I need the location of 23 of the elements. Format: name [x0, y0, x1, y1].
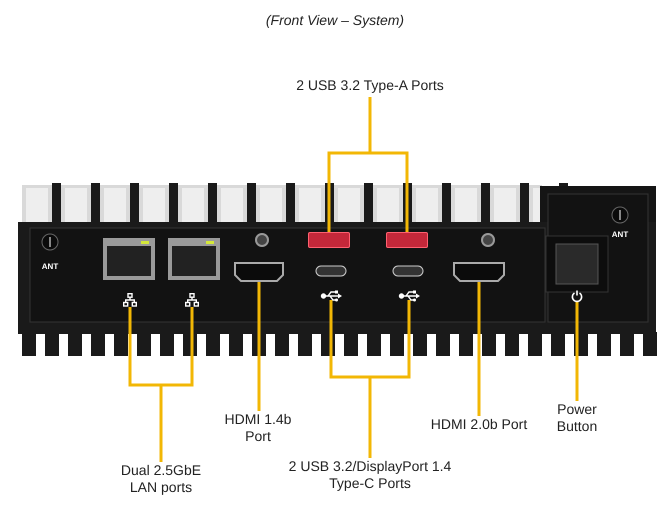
- usb-icon: [399, 290, 419, 300]
- antenna-label: ANT: [612, 230, 628, 239]
- leader-line: [258, 282, 260, 411]
- usb-a-port: [308, 232, 350, 248]
- callout-text: Dual 2.5GbE LAN ports: [106, 462, 216, 500]
- callout-text: 2 USB 3.2/DisplayPort 1.4 Type-C Ports: [280, 458, 460, 496]
- usb-icon: [321, 290, 341, 300]
- callout-text: Power Button: [542, 401, 612, 439]
- network-icon: [185, 293, 199, 307]
- hdmi-port: [453, 262, 505, 282]
- leader-line: [160, 307, 194, 462]
- callout-text: 2 USB 3.2 Type-A Ports: [270, 77, 470, 97]
- leader-line: [368, 300, 410, 458]
- antenna-label: ANT: [42, 262, 58, 271]
- callout-text: HDMI 1.4b Port: [213, 411, 303, 449]
- leader-line: [576, 302, 578, 401]
- callout-text: HDMI 2.0b Port: [414, 416, 544, 436]
- power-icon: [571, 290, 583, 302]
- diagram-title: (Front View – System): [264, 12, 406, 28]
- leader-line: [478, 282, 480, 416]
- network-icon: [123, 293, 137, 307]
- usb-a-port: [386, 232, 428, 248]
- hdmi-port: [234, 262, 284, 282]
